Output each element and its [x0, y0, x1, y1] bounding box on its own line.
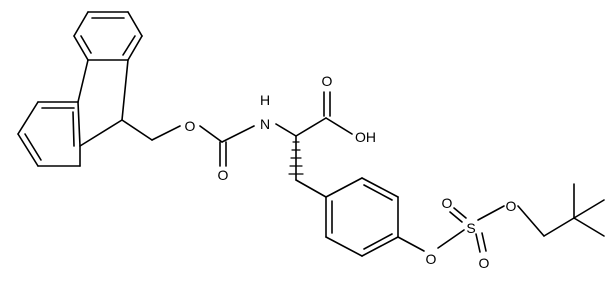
- atom-o-aryl: O: [426, 251, 437, 267]
- sulfate-neopentyl-chain: [397, 183, 605, 253]
- atom-o-acid: O: [322, 73, 333, 89]
- atom-o-sulfonyl-up: O: [442, 195, 453, 211]
- atom-labels: O O H N O OH O S O O O: [185, 73, 517, 271]
- atom-o-carbonyl: O: [218, 167, 229, 183]
- atom-h-amine: H: [260, 92, 270, 108]
- atom-n-amine: N: [260, 116, 270, 132]
- atom-o-alkyl: O: [506, 198, 517, 214]
- fluorene-lower-ring: [17, 101, 81, 167]
- fmoc-carbamate-linker: [121, 119, 255, 167]
- atom-oh-acid: OH: [355, 129, 376, 145]
- fluorene-upper-ring: [73, 11, 143, 61]
- atom-o-sulfonyl-down: O: [479, 255, 490, 271]
- atom-o-ester: O: [185, 118, 196, 134]
- stereo-hash-bond: [288, 141, 304, 175]
- tyrosine-phenyl-ring: [325, 177, 399, 257]
- amino-acid-backbone: [275, 91, 353, 198]
- atom-sulfur: S: [466, 220, 475, 236]
- fluorene-five-ring: [77, 59, 129, 147]
